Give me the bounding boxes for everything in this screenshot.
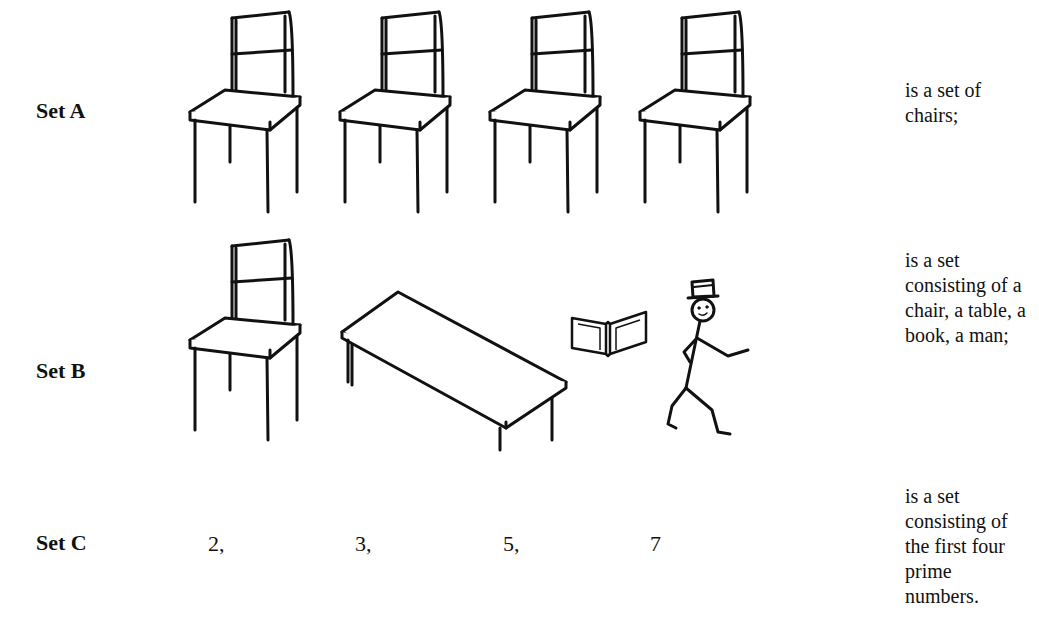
set-member-number: 5, bbox=[503, 531, 520, 556]
chair-drawing bbox=[190, 240, 300, 440]
set-member-number: 3, bbox=[355, 531, 372, 556]
set-name: Set B bbox=[36, 358, 86, 383]
set-description: is a set consisting of a chair, a table,… bbox=[905, 248, 1033, 348]
chair-drawing bbox=[490, 12, 600, 212]
chair-drawing bbox=[190, 12, 300, 212]
set-description: is a set consisting of the first four pr… bbox=[905, 484, 1030, 609]
chair-drawing bbox=[340, 12, 450, 212]
chair-drawing bbox=[640, 12, 750, 212]
book-drawing bbox=[572, 312, 646, 356]
man-drawing bbox=[668, 280, 748, 434]
set-name: Set C bbox=[36, 530, 87, 555]
table-drawing bbox=[342, 292, 566, 450]
set-member-number: 7 bbox=[650, 531, 661, 556]
set-member-number: 2, bbox=[208, 531, 225, 556]
set-name: Set A bbox=[36, 98, 86, 123]
set-description: is a set of chairs; bbox=[905, 78, 1030, 128]
